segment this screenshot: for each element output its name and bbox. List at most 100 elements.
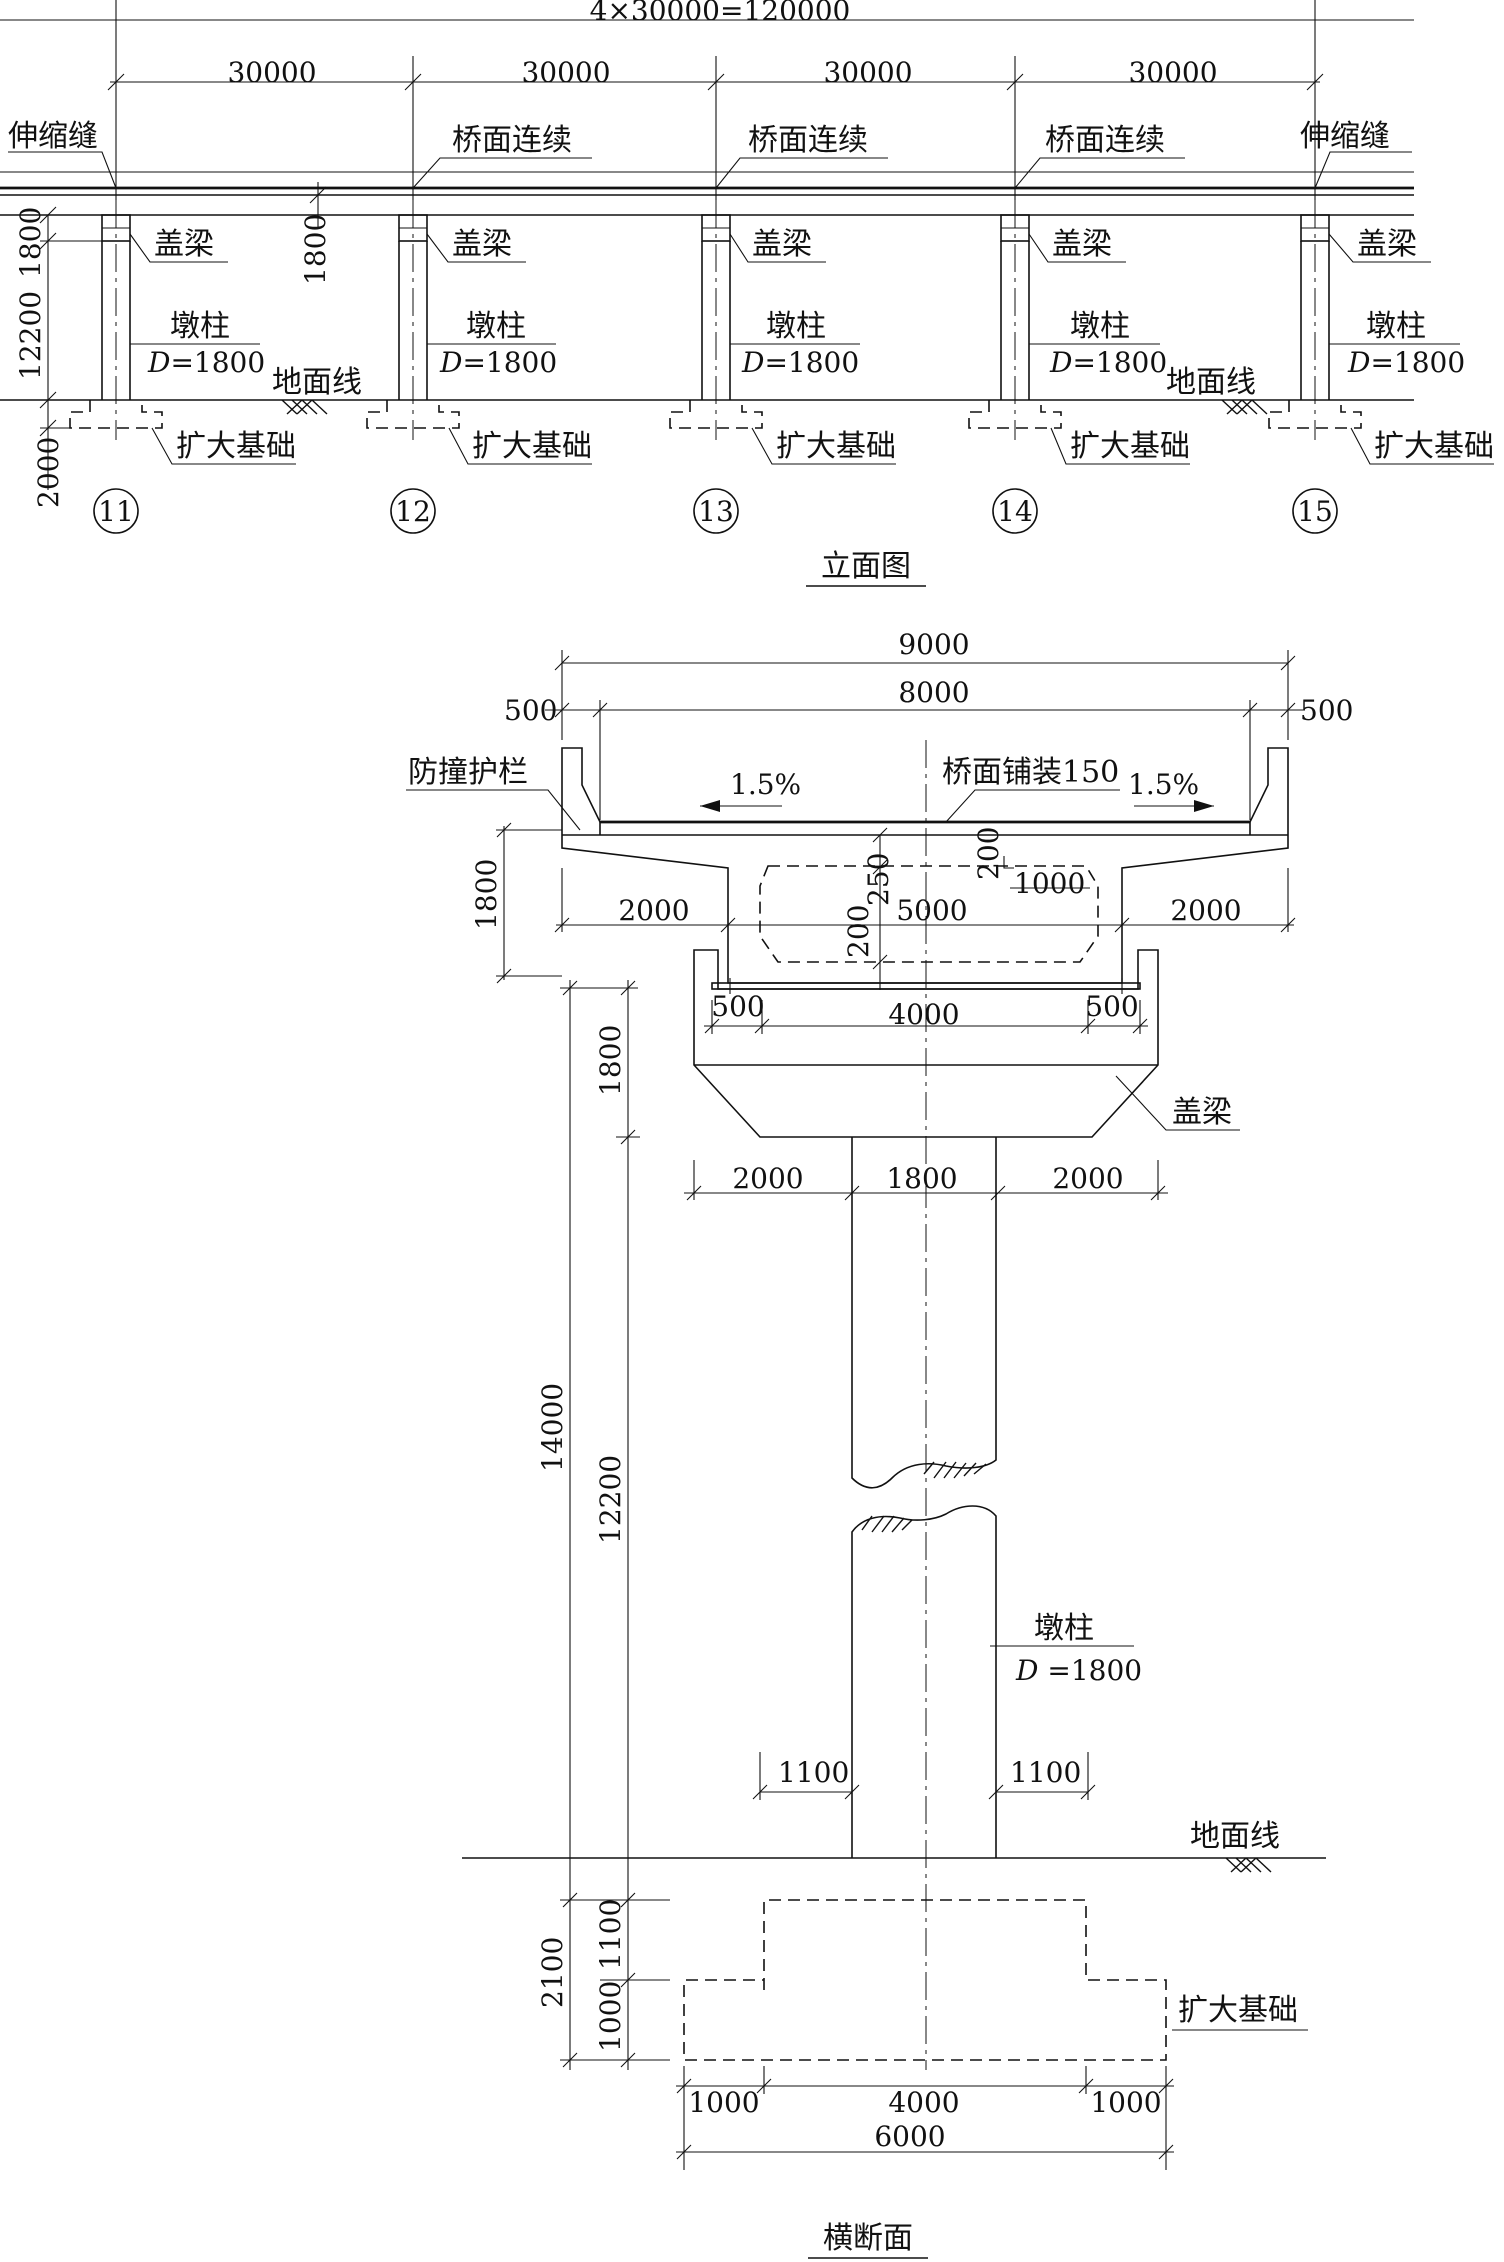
svg-text:D=1800: D=1800 xyxy=(1347,346,1465,379)
pier-d-value-13: =1800 xyxy=(764,346,859,379)
box-girder-outline xyxy=(561,747,1289,984)
break-hatch-upper xyxy=(923,1461,987,1479)
pier-13 xyxy=(669,200,763,440)
span-dim-4: 30000 xyxy=(1128,56,1217,89)
pier-d-letter-15: D xyxy=(1347,346,1370,379)
sec-box-dim-200-top: 200 xyxy=(972,827,1005,880)
pier-12 xyxy=(366,200,460,440)
pier-number-15-text: 15 xyxy=(1297,495,1333,528)
footing-outline xyxy=(683,1899,1167,2061)
elev-left-dim-12200: 12200 xyxy=(14,291,47,380)
pier-number-13-text: 13 xyxy=(698,495,734,528)
sec-box-dim-250: 250 xyxy=(862,853,895,906)
label-footing-11: 扩大基础 xyxy=(176,429,296,464)
pier-number-12-text: 12 xyxy=(395,495,431,528)
sec-cap-dim-1800: 1800 xyxy=(886,1162,957,1195)
sec-left-dim-1800: 1800 xyxy=(594,1025,627,1096)
section-title: 横断面 xyxy=(823,2221,913,2256)
sec-bearing-dim-500-left: 500 xyxy=(711,990,764,1023)
elevation-title: 立面图 xyxy=(821,549,911,584)
sec-box-dim-2000-left: 2000 xyxy=(618,894,689,927)
sec-left-dim-2100: 2100 xyxy=(536,1937,569,2008)
label-cap-beam-section: 盖梁 xyxy=(1172,1095,1232,1130)
label-pier-15: 墩柱 xyxy=(1366,309,1426,344)
sec-left-dim-1000: 1000 xyxy=(594,1981,627,2052)
label-barrier: 防撞护栏 xyxy=(408,755,528,790)
sec-cap-dim-2000-right: 2000 xyxy=(1052,1162,1123,1195)
section-pier-d-letter: D xyxy=(1015,1654,1038,1687)
pier-d-letter-11: D xyxy=(147,346,170,379)
pier-column-lower xyxy=(851,1505,997,1858)
pier-column-upper xyxy=(851,1137,997,1489)
sec-foot-dim-1000-left: 1000 xyxy=(688,2086,759,2119)
pier-number-12: 12 xyxy=(390,488,436,534)
span-dim-1: 30000 xyxy=(227,56,316,89)
label-cap-beam-14: 盖梁 xyxy=(1052,227,1112,262)
pier-number-15: 15 xyxy=(1292,488,1338,534)
sec-dim-500-right: 500 xyxy=(1300,694,1353,727)
section-pier-d-value: =1800 xyxy=(1038,1654,1142,1687)
pier-d-value-15: =1800 xyxy=(1370,346,1465,379)
label-deck-continuity-3: 桥面连续 xyxy=(1045,123,1165,158)
sec-dim-8000: 8000 xyxy=(898,676,969,709)
pier-number-13: 13 xyxy=(693,488,739,534)
sec-foot-dim-4000: 4000 xyxy=(888,2086,959,2119)
sec-box-dim-1000: 1000 xyxy=(1014,867,1085,900)
sec-bearing-dim-500-right: 500 xyxy=(1085,990,1138,1023)
span-dim-2: 30000 xyxy=(521,56,610,89)
pier-d-value-11: =1800 xyxy=(170,346,265,379)
label-ground-elev-2: 地面线 xyxy=(1166,365,1256,400)
label-ground-section: 地面线 xyxy=(1190,1819,1280,1854)
label-pier-section: 墩柱 xyxy=(1034,1611,1094,1646)
label-ground-elev-1: 地面线 xyxy=(272,365,362,400)
box-inner-cell xyxy=(759,865,1099,963)
svg-text:D=1800: D=1800 xyxy=(147,346,265,379)
pier-d-letter-13: D xyxy=(741,346,764,379)
ground-hatch-section xyxy=(1225,1857,1272,1873)
sec-bearing-dim-4000: 4000 xyxy=(888,998,959,1031)
elev-girder-dim: 1800 xyxy=(299,214,332,285)
label-slope-left: 1.5% xyxy=(730,768,801,801)
label-footing-14: 扩大基础 xyxy=(1070,429,1190,464)
sec-dim-9000: 9000 xyxy=(898,628,969,661)
span-dim-3: 30000 xyxy=(823,56,912,89)
elev-left-dim-1800: 1800 xyxy=(14,207,47,278)
sec-box-dim-2000-right: 2000 xyxy=(1170,894,1241,927)
sec-dim-500-left: 500 xyxy=(504,694,557,727)
label-expansion-joint-left: 伸缩缝 xyxy=(8,119,98,154)
label-cap-beam-15: 盖梁 xyxy=(1357,227,1417,262)
ground-hatch-elev-2 xyxy=(1221,399,1268,415)
label-pier-12: 墩柱 xyxy=(466,309,526,344)
label-pier-11: 墩柱 xyxy=(170,309,230,344)
pier-14 xyxy=(968,200,1062,440)
label-deck-continuity-1: 桥面连续 xyxy=(452,123,572,158)
pier-11 xyxy=(69,200,163,440)
sec-girder-depth: 1800 xyxy=(470,859,503,930)
label-cap-beam-13: 盖梁 xyxy=(752,227,812,262)
pier-number-14-text: 14 xyxy=(997,495,1033,528)
pier-d-letter-12: D xyxy=(439,346,462,379)
sec-box-dim-5000: 5000 xyxy=(896,894,967,927)
elevation-view: 4×30000=120000 30000 30000 30000 30000 伸… xyxy=(0,0,1494,587)
pier-15 xyxy=(1268,200,1362,440)
label-footing-section: 扩大基础 xyxy=(1178,1993,1298,2028)
pier-d-value-12: =1800 xyxy=(462,346,557,379)
elev-total-dim: 4×30000=120000 xyxy=(590,0,851,27)
label-paving: 桥面铺装150 xyxy=(942,755,1119,790)
pier-d-letter-14: D xyxy=(1049,346,1072,379)
cap-beam-outline xyxy=(693,949,1159,1138)
label-footing-13: 扩大基础 xyxy=(776,429,896,464)
sec-left-dim-14000: 14000 xyxy=(536,1383,569,1472)
label-expansion-joint-right: 伸缩缝 xyxy=(1300,119,1390,154)
pier-d-value-14: =1800 xyxy=(1072,346,1167,379)
sec-foot-dim-6000: 6000 xyxy=(874,2120,945,2153)
label-footing-15: 扩大基础 xyxy=(1374,429,1494,464)
ground-hatch-elev-1 xyxy=(281,399,328,415)
svg-text:D=1800: D=1800 xyxy=(439,346,557,379)
label-cap-beam-12: 盖梁 xyxy=(452,227,512,262)
pier-number-11-text: 11 xyxy=(98,495,134,528)
sec-cap-dim-2000-left: 2000 xyxy=(732,1162,803,1195)
elev-left-dim-2000: 2000 xyxy=(32,437,65,508)
sec-side-dim-right: 1100 xyxy=(1010,1756,1081,1789)
